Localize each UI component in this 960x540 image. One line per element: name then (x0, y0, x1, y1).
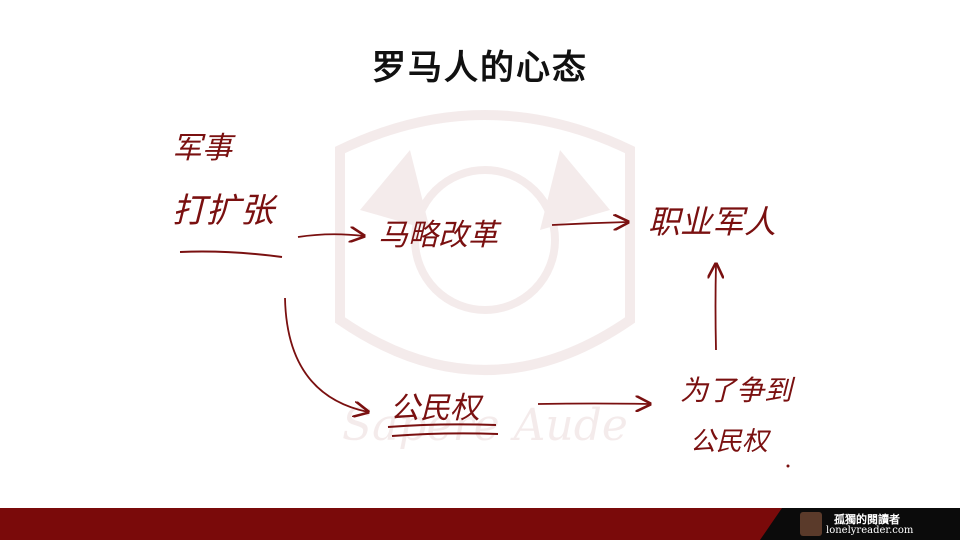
node-citizenship: 公民权 (390, 391, 484, 426)
footer-bar: 孤獨的閱讀者 lonelyreader.com (0, 508, 960, 540)
arrow-expand-to-citizenship (284, 297, 368, 412)
ink-dot (786, 464, 790, 468)
arrow-expand-to-reform (297, 234, 364, 237)
node-expand: 打扩张 (172, 191, 278, 231)
node-war: 军事 (172, 131, 236, 166)
underline-citizenship-1 (387, 423, 497, 428)
arrow-fight-to-professional (716, 264, 717, 351)
brand-url: lonelyreader.com (826, 525, 914, 536)
underline-expand (179, 250, 283, 258)
brand-name: 孤獨的閱讀者 (834, 513, 900, 526)
arrow-reform-to-professional (551, 222, 628, 225)
node-marian-reform: 马略改革 (378, 218, 502, 253)
page-title: 罗马人的心态 (372, 48, 588, 88)
footer-brand-block: 孤獨的閱讀者 lonelyreader.com (760, 508, 960, 540)
node-fight-for: 为了争到 (680, 374, 796, 407)
node-citizenship-2: 公民权 (690, 427, 772, 457)
underline-citizenship-2 (391, 432, 499, 437)
arrow-citizenship-to-fight (537, 404, 650, 405)
node-professional-soldiers: 职业军人 (648, 203, 776, 241)
logo-icon (800, 512, 822, 536)
